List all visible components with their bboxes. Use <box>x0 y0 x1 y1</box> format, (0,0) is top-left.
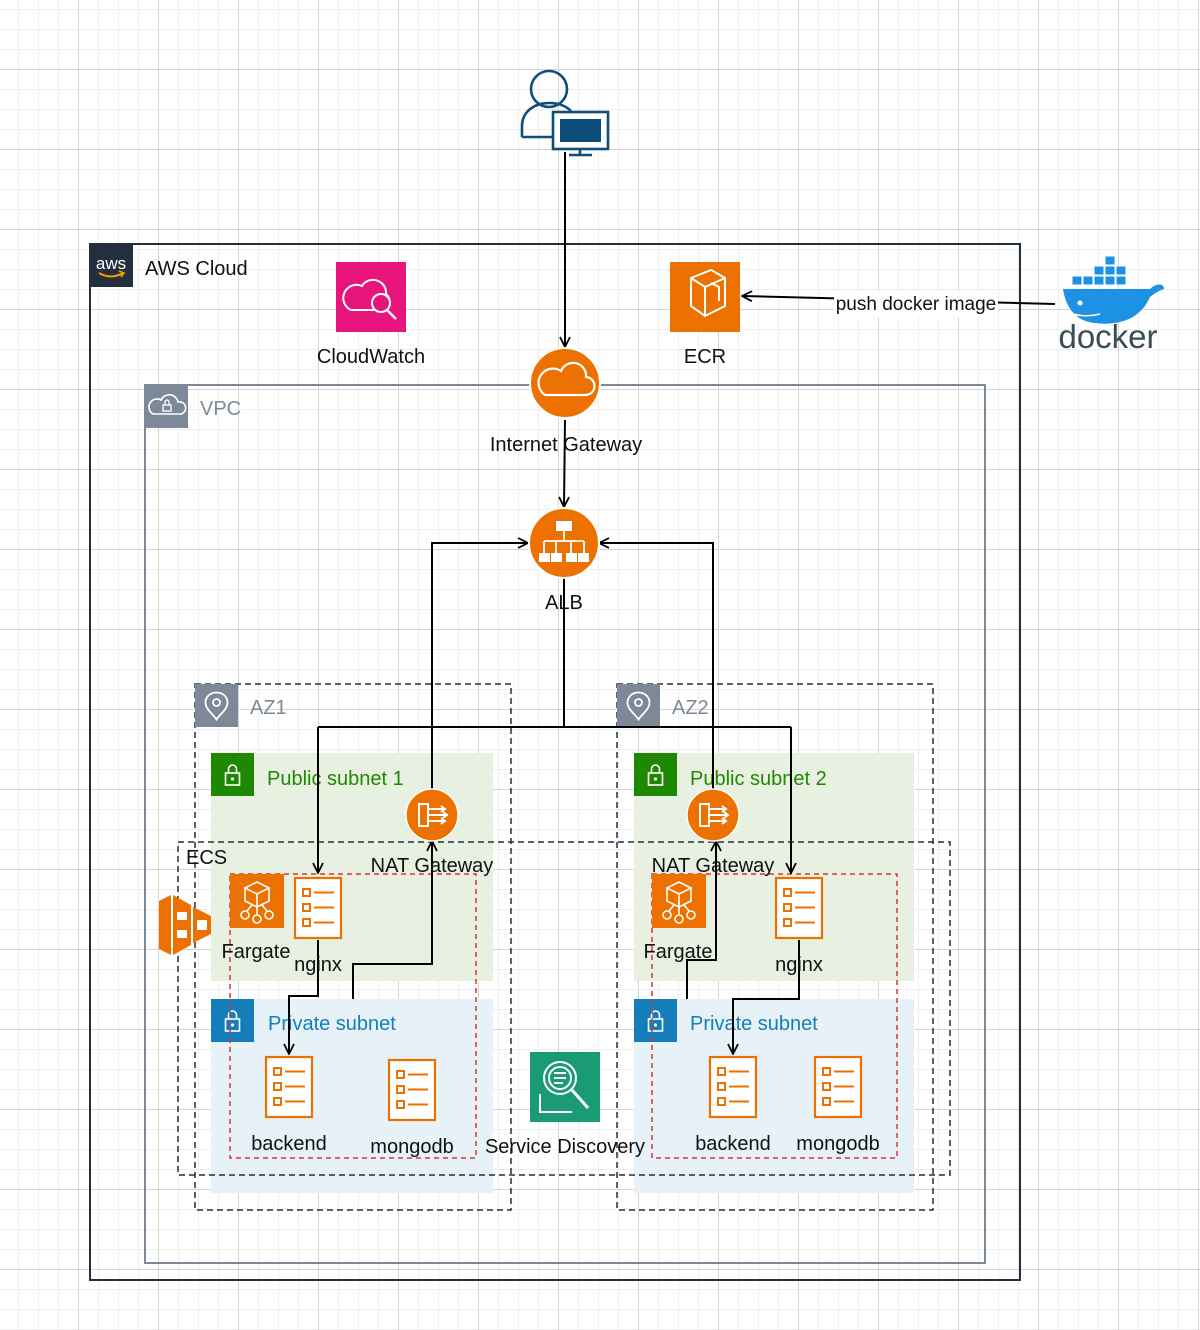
aws-cloud-label: AWS Cloud <box>145 258 248 280</box>
aws-cloud-group: aws AWS Cloud <box>89 243 1021 1281</box>
private-subnet-1: Private subnet <box>211 999 493 1193</box>
private-subnet-2: Private subnet <box>634 999 914 1193</box>
task-boundary-1 <box>229 873 477 1159</box>
az2-label: AZ2 <box>672 697 709 719</box>
nginx-2-label: nginx <box>775 954 823 976</box>
fargate-icon <box>229 873 285 929</box>
public-subnet-2: Public subnet 2 <box>634 753 914 981</box>
nginx-1-label: nginx <box>294 954 342 976</box>
edge-nat2-to-alb <box>600 543 714 791</box>
load-balancer-icon <box>528 507 600 579</box>
public-subnet-1: Public subnet 1 <box>211 753 493 981</box>
edge-igw-to-alb <box>564 419 565 506</box>
az2-group: AZ2 <box>616 683 934 1211</box>
task-icon <box>813 1055 863 1119</box>
mongodb-task-2: mongodb <box>796 1055 880 1155</box>
alb-node: ALB <box>528 507 600 614</box>
docker-wordmark: docker <box>1058 318 1157 355</box>
mongodb-2-label: mongodb <box>796 1133 879 1155</box>
fargate-icon <box>651 873 707 929</box>
public-subnet-1-label: Public subnet 1 <box>267 768 404 790</box>
backend-task-1: backend <box>251 1055 327 1155</box>
backend-1-label: backend <box>251 1133 327 1155</box>
vpc-label: VPC <box>200 398 241 420</box>
service-discovery-node: Service Discovery <box>485 1052 645 1158</box>
fargate-2: Fargate <box>644 873 713 963</box>
cloudwatch-label: CloudWatch <box>317 346 425 368</box>
task-icon <box>387 1058 437 1122</box>
vpc-group: VPC <box>144 384 986 1264</box>
edge-private2-to-nat <box>686 842 716 999</box>
az1-group: AZ1 <box>194 683 512 1211</box>
task-boundary-2 <box>651 873 898 1159</box>
vpc-cloud-lock-icon <box>145 385 188 428</box>
task-icon <box>774 876 824 940</box>
backend-task-2: backend <box>695 1055 771 1155</box>
aws-logo-icon <box>90 244 133 287</box>
nginx-task-2: nginx <box>774 876 824 976</box>
internet-gateway-icon <box>529 347 601 419</box>
edge-nginx2-to-backend <box>733 940 800 1053</box>
edge-private1-to-nat <box>352 842 432 999</box>
nat-gateway-icon <box>405 788 459 842</box>
ecs-icon <box>159 895 211 955</box>
cloudwatch-icon <box>336 262 406 332</box>
nat-gateway-1-label: NAT Gateway <box>371 855 494 877</box>
fargate-2-label: Fargate <box>644 941 713 963</box>
az1-label: AZ1 <box>250 697 287 719</box>
nginx-task-1: nginx <box>293 876 343 976</box>
nat-gateway-icon <box>686 788 740 842</box>
private-subnet-1-label: Private subnet <box>268 1013 396 1035</box>
internet-gateway-label: Internet Gateway <box>490 434 642 456</box>
docker-node: docker <box>1058 255 1164 355</box>
edge-nat1-to-alb <box>431 543 527 791</box>
cloudwatch-node: CloudWatch <box>317 262 425 368</box>
docker-whale-icon <box>1063 255 1164 324</box>
nat-gateway-2: NAT Gateway <box>652 788 775 877</box>
task-icon <box>708 1055 758 1119</box>
mongodb-task-1: mongodb <box>370 1058 454 1158</box>
connectors <box>289 152 1056 1053</box>
ecs-cluster-group: ECS <box>177 841 951 1176</box>
user-computer-icon <box>520 69 610 157</box>
private-subnet-2-label: Private subnet <box>690 1013 818 1035</box>
ecs-label: ECS <box>186 847 227 869</box>
public-subnet-2-label: Public subnet 2 <box>690 768 827 790</box>
fargate-1: Fargate <box>222 873 291 963</box>
aws-logo-text: aws <box>96 254 126 273</box>
task-icon <box>264 1055 314 1119</box>
push-docker-image-label: push docker image <box>836 294 997 315</box>
mongodb-1-label: mongodb <box>370 1136 453 1158</box>
alb-label: ALB <box>545 592 583 614</box>
nat-gateway-1: NAT Gateway <box>371 788 494 877</box>
task-icon <box>293 876 343 940</box>
edge-nginx1-to-backend <box>289 940 319 1053</box>
ecr-label: ECR <box>684 346 726 368</box>
ecr-node: ECR <box>670 262 740 368</box>
service-discovery-label: Service Discovery <box>485 1136 645 1158</box>
backend-2-label: backend <box>695 1133 771 1155</box>
internet-gateway-node: Internet Gateway <box>490 347 642 456</box>
fargate-1-label: Fargate <box>222 941 291 963</box>
nat-gateway-2-label: NAT Gateway <box>652 855 775 877</box>
